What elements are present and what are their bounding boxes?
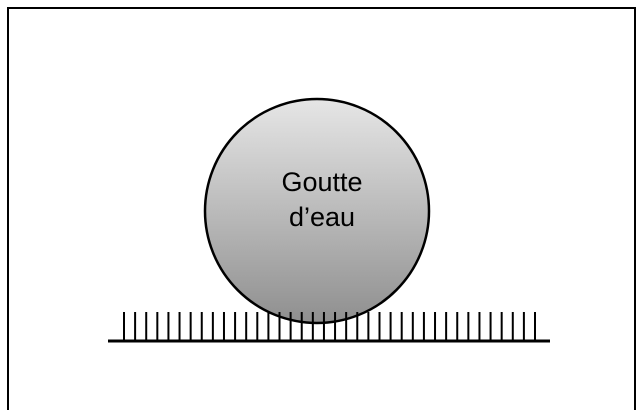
surface-pillars: [123, 312, 536, 341]
water-drop: [203, 97, 431, 325]
drop-label-line-1: Goutte: [281, 167, 362, 197]
drop-label-line-2: d’eau: [289, 202, 355, 232]
